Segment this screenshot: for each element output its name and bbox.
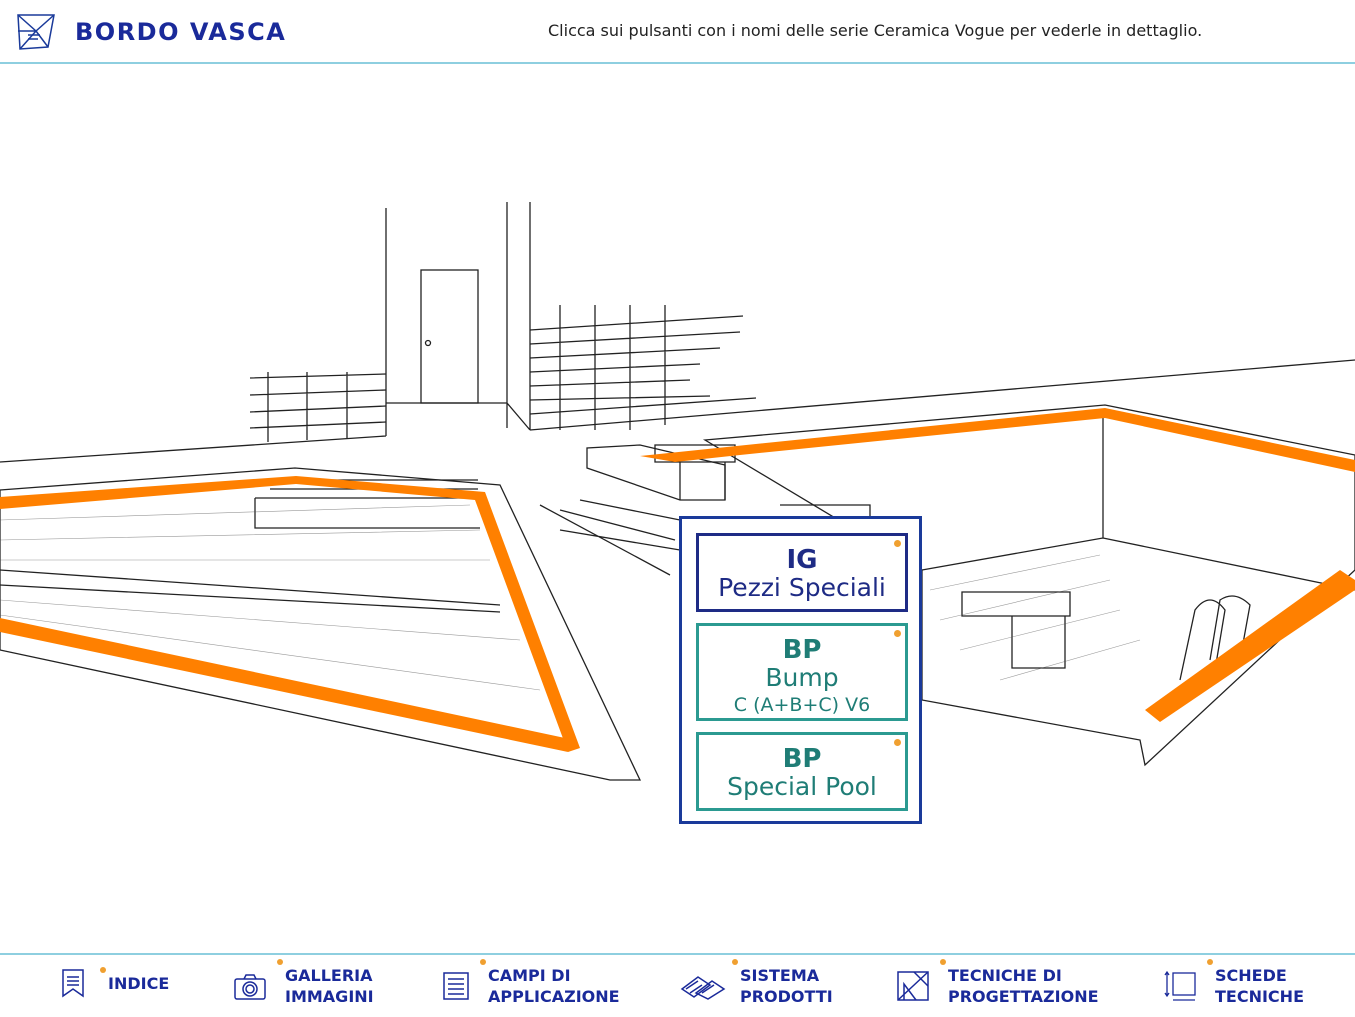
indicator-dot-icon [894,540,901,547]
camera-icon [234,974,266,1000]
series-code: BP [782,744,822,774]
series-code: IG [786,545,818,575]
nav-sistema-prodotti[interactable]: SISTEMA PRODOTTI [680,959,833,1007]
nav-label: INDICE [108,973,170,993]
series-code: BP [782,635,822,665]
nav-galleria-immagini[interactable]: GALLERIA IMMAGINI [233,959,374,1007]
series-name: Special Pool [727,772,877,801]
indicator-dot-icon [277,959,283,965]
nav-campi-di-applicazione[interactable]: CAMPI DI APPLICAZIONE [442,959,620,1007]
series-name: Pezzi Speciali [718,573,886,602]
nav-label: CAMPI DI [488,966,571,985]
page-title: BORDO VASCA [75,18,287,46]
indicator-dot-icon [894,739,901,746]
dimension-sheet-icon [1164,970,1196,1001]
nav-label: PRODOTTI [740,987,833,1006]
nav-tecniche-di-progettazione[interactable]: TECNICHE DI PROGETTAZIONE [896,959,1099,1007]
indicator-dot-icon [940,959,946,965]
blueprint-icon [897,971,929,1001]
nav-label: SISTEMA [740,966,820,985]
nav-label: IMMAGINI [285,987,374,1006]
nav-schede-tecniche[interactable]: SCHEDE TECNICHE [1163,959,1304,1007]
logo-icon [17,14,55,50]
indicator-dot-icon [1207,959,1213,965]
indicator-dot-icon [894,630,901,637]
pool-illustration [0,202,1355,781]
nav-indice[interactable]: INDICE [60,966,170,999]
series-panel: IG Pezzi Speciali BP Bump C (A+B+C) V6 B… [679,516,922,824]
series-button-bp-bump[interactable]: BP Bump C (A+B+C) V6 [696,623,908,721]
indicator-dot-icon [100,966,106,973]
series-button-ig-pezzi-speciali[interactable]: IG Pezzi Speciali [696,533,908,612]
checklist-icon [443,972,469,1000]
nav-label: TECNICHE DI [948,966,1062,985]
footer-nav: INDICE GALLERIA IMMAGINI CAMPI DI APPLICAZ… [0,953,1355,1017]
header: BORDO VASCA Clicca sui pulsanti con i no… [0,0,1355,64]
indicator-dot-icon [480,959,486,965]
nav-label: GALLERIA [285,966,373,985]
indicator-dot-icon [732,959,738,965]
bookmark-list-icon [62,969,84,998]
instruction-text: Clicca sui pulsanti con i nomi delle ser… [548,21,1203,40]
series-subtitle: C (A+B+C) V6 [733,694,871,716]
tiles-icon [680,976,726,1000]
nav-label: PROGETTAZIONE [948,987,1099,1006]
nav-label: TECNICHE [1215,987,1304,1006]
series-name: Bump [765,663,839,692]
nav-label: SCHEDE [1215,966,1287,985]
series-button-bp-special-pool[interactable]: BP Special Pool [696,732,908,811]
nav-label: APPLICAZIONE [488,987,620,1006]
